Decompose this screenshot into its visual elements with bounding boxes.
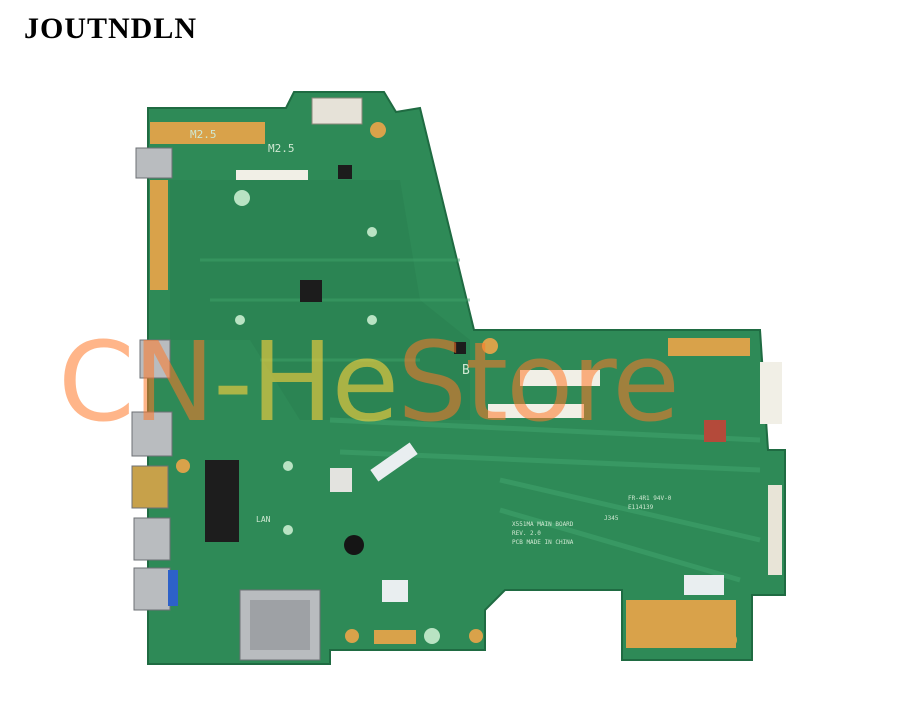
brand-title: JOUTNDLN <box>24 12 198 45</box>
label-b: B <box>462 363 470 378</box>
usb-port-1 <box>131 465 169 509</box>
dc-jack <box>135 147 173 179</box>
silk-made-in: PCB MADE IN CHINA <box>512 539 574 546</box>
silk-board-name: X551MA MAIN BOARD <box>512 521 574 528</box>
ul-code: J345 <box>604 515 619 522</box>
ul-file: E114139 <box>628 504 654 511</box>
audio-port <box>139 339 171 379</box>
usb-port-3 <box>133 567 171 611</box>
label-m25: M2.5 <box>268 142 295 155</box>
battery-connector <box>311 97 363 125</box>
silk-rev: REV. 2.0 <box>512 530 541 537</box>
hdmi-port <box>131 411 173 457</box>
m2-slot <box>205 460 239 542</box>
label-m25-top: M2.5 <box>190 128 217 141</box>
ul-rating: FR-4R1 94V-0 <box>628 495 672 502</box>
label-lan: LAN <box>256 515 271 524</box>
usb-port-2 <box>133 517 171 561</box>
